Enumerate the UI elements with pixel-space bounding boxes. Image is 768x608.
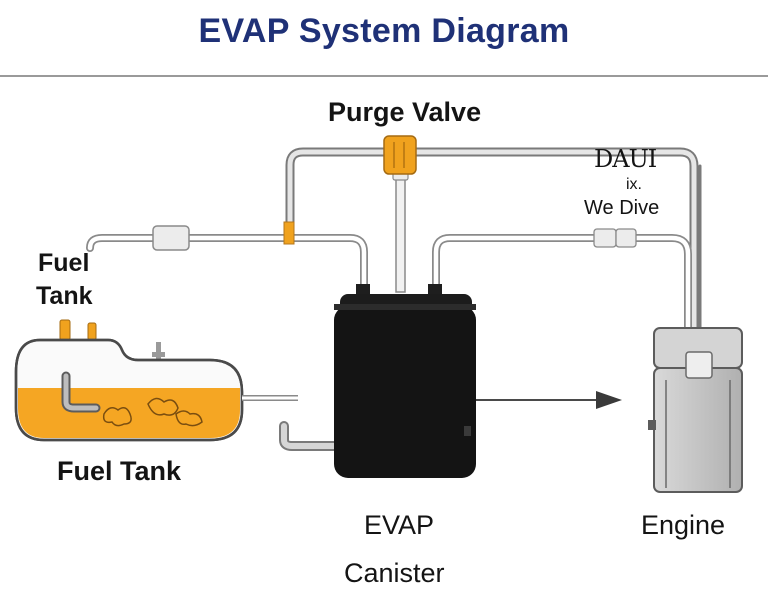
evap-canister-label-line1: EVAP: [364, 510, 435, 540]
hose-fitting-left: [152, 225, 190, 251]
fuel-tank-upper-label-line1: Fuel: [38, 249, 90, 277]
vapor-hose-right: [432, 234, 692, 334]
evap-canister-icon: [334, 284, 476, 478]
page-title: EVAP System Diagram: [198, 12, 570, 50]
valve-stem: [392, 167, 409, 293]
flow-arrow-icon: [476, 391, 622, 409]
vapor-hose-left: [86, 234, 368, 296]
purge-valve-label: Purge Valve: [328, 97, 482, 127]
fuel-tank-label: Fuel Tank: [57, 456, 182, 486]
orange-coupler: [283, 221, 295, 245]
purge-valve-icon: [383, 135, 417, 175]
garbled-label-1: DAUI: [594, 145, 657, 173]
fuel-tank-icon: [14, 319, 244, 442]
evap-canister-label-line2: Canister: [344, 558, 445, 588]
canister-vent-fitting: [279, 421, 341, 451]
fuel-tank-upper-label-line2: Tank: [36, 282, 93, 310]
garbled-label-3: We Dive: [584, 197, 660, 219]
garbled-label-2: ix.: [626, 176, 642, 193]
engine-icon: [648, 327, 743, 493]
purge-line: [285, 147, 702, 335]
title-divider: [0, 75, 768, 77]
engine-label: Engine: [641, 510, 726, 540]
hose-fitting-right: [593, 228, 637, 248]
